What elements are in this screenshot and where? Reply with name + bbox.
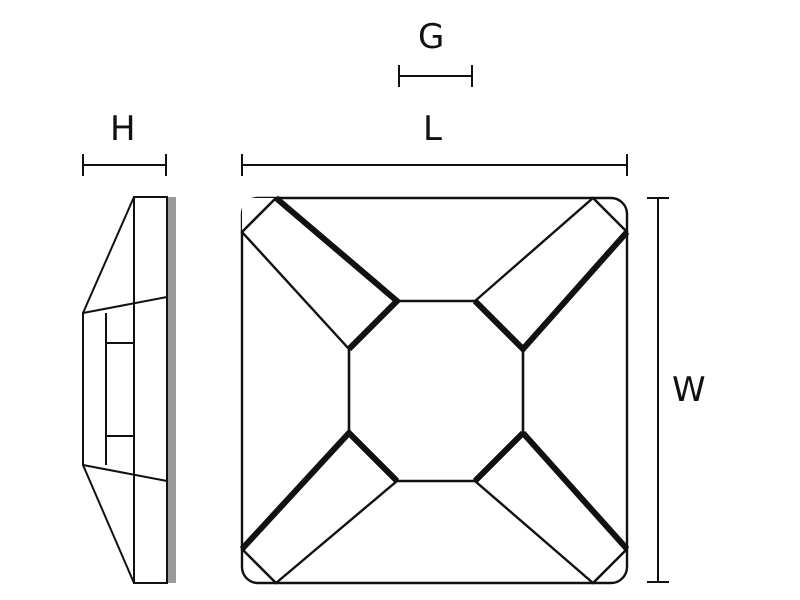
dimension-label-h: H	[110, 109, 136, 149]
side-view-base-plate	[133, 196, 168, 584]
side-view	[82, 196, 176, 584]
dimension-h	[82, 154, 167, 176]
top-view	[239, 195, 630, 585]
dimension-l	[241, 154, 628, 176]
center-octagon	[347, 299, 525, 483]
slot-top-right	[472, 196, 630, 354]
slot-top-left	[240, 195, 402, 352]
side-view-profile	[82, 196, 135, 584]
dimension-label-w: W	[672, 370, 706, 410]
dimension-label-g: G	[418, 17, 445, 57]
slot-bottom-right	[472, 430, 630, 585]
dimension-label-l: L	[423, 109, 442, 149]
dimension-g	[398, 65, 473, 87]
slot-bottom-left	[239, 428, 400, 585]
dimension-w	[647, 197, 669, 583]
side-view-edge-shade	[167, 197, 176, 583]
top-view-outline	[240, 196, 629, 585]
